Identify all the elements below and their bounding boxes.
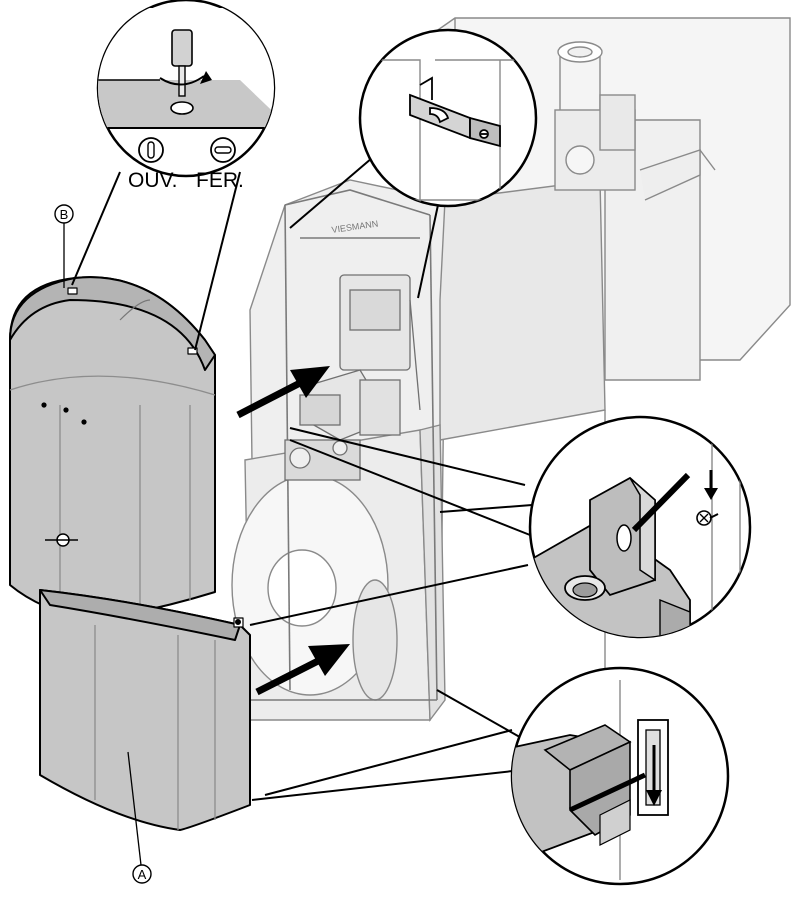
front-panel-b bbox=[9, 276, 216, 621]
svg-text:B: B bbox=[60, 207, 69, 222]
leader-lines bbox=[71, 157, 533, 801]
screw-icon bbox=[631, 472, 719, 533]
boiler-body bbox=[231, 17, 791, 723]
arrow-mount-panel-b bbox=[236, 366, 330, 419]
hinge-bracket bbox=[409, 76, 501, 148]
front-panel-a bbox=[39, 589, 251, 831]
lock-closed-icon bbox=[210, 137, 236, 163]
detail-screw-mount bbox=[528, 415, 752, 639]
arrow-down-icon bbox=[704, 470, 718, 500]
detail-screw-lock: OUV. FER. bbox=[96, 0, 276, 192]
label-open: OUV. bbox=[128, 169, 177, 192]
arrow-mount-panel-a bbox=[255, 644, 350, 696]
boiler-internals bbox=[284, 274, 421, 481]
detail-latch bbox=[510, 666, 730, 886]
lock-open-icon bbox=[138, 137, 164, 163]
label-close: FER. bbox=[196, 169, 244, 192]
callout-a: A bbox=[127, 751, 152, 884]
callout-b: B bbox=[54, 204, 74, 288]
arrow-insert-icon bbox=[568, 745, 662, 813]
svg-text:A: A bbox=[138, 867, 147, 882]
